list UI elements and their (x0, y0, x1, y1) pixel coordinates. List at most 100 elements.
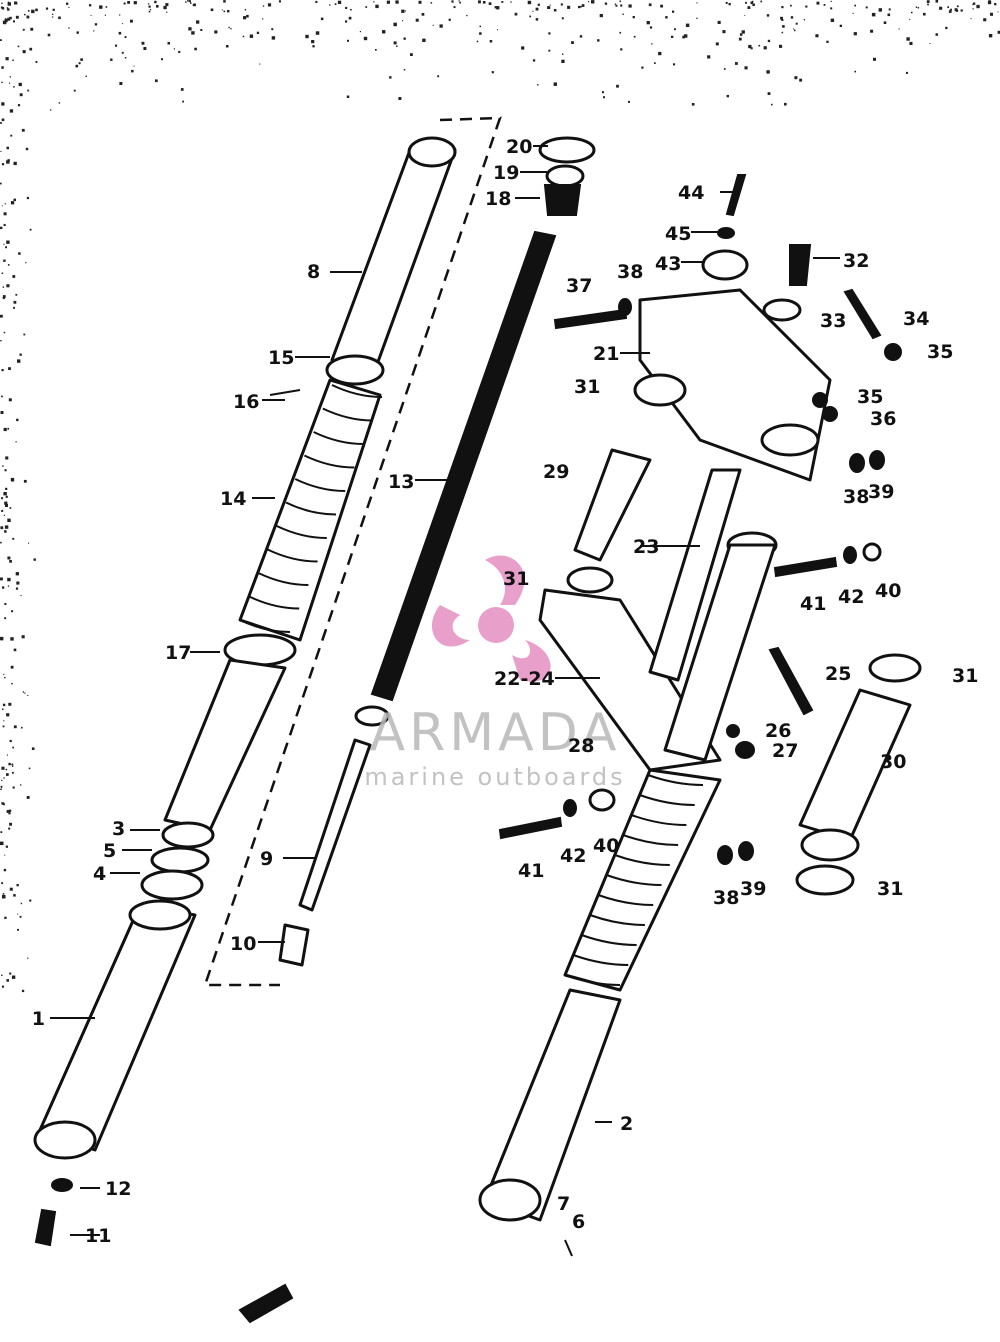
noise-speck (9, 76, 11, 78)
noise-speck (403, 37, 406, 40)
noise-speck (173, 48, 175, 50)
noise-speck (375, 49, 377, 51)
noise-speck (830, 7, 833, 10)
noise-speck (398, 97, 402, 100)
noise-speck (878, 8, 882, 12)
noise-speck (21, 635, 25, 639)
washer-38c (717, 845, 733, 865)
noise-speck (0, 788, 2, 790)
dust-boot-14 (238, 378, 382, 642)
noise-speck (0, 411, 4, 414)
noise-speck (478, 0, 481, 4)
callout-33: 33 (820, 310, 846, 332)
noise-speck (1, 7, 5, 10)
noise-speck (1, 205, 3, 207)
noise-speck (305, 34, 309, 39)
noise-speck (24, 692, 26, 694)
noise-speck (12, 771, 14, 774)
noise-speck (9, 16, 12, 20)
noise-speck (562, 53, 564, 55)
noise-speck (20, 902, 23, 905)
noise-speck (110, 58, 113, 61)
callout-25: 25 (825, 663, 851, 685)
callout-31d: 31 (877, 878, 903, 900)
noise-speck (7, 556, 11, 560)
noise-speck (141, 41, 145, 45)
noise-speck (13, 86, 15, 88)
callout-42a: 42 (838, 586, 864, 608)
bolt-44 (725, 174, 747, 217)
noise-speck (52, 8, 55, 11)
noise-speck (3, 212, 7, 216)
noise-speck (26, 796, 30, 799)
noise-speck (182, 100, 184, 103)
noise-speck (0, 636, 4, 641)
noise-speck (214, 30, 218, 34)
noise-speck (561, 17, 564, 20)
noise-speck (549, 4, 551, 6)
noise-speck (782, 25, 785, 28)
bore-right (760, 423, 820, 457)
noise-speck (178, 50, 181, 53)
noise-speck (532, 59, 536, 62)
assembly-bracket-line (203, 116, 502, 987)
noise-speck (8, 812, 11, 815)
noise-speck (123, 2, 126, 5)
noise-speck (5, 456, 9, 460)
noise-speck (923, 12, 926, 16)
noise-speck (0, 39, 2, 41)
noise-speck (0, 841, 4, 846)
noise-speck (15, 572, 19, 576)
noise-speck (27, 10, 30, 12)
noise-speck (422, 38, 426, 42)
noise-speck (491, 71, 494, 74)
noise-speck (633, 35, 636, 38)
noise-speck (12, 275, 16, 278)
noise-speck (26, 15, 30, 19)
bolt-41a (773, 556, 838, 578)
callout-41b: 41 (518, 860, 544, 882)
nut-40a (862, 542, 882, 562)
bearing-31d (795, 864, 855, 896)
noise-speck (1, 118, 5, 122)
noise-speck (674, 28, 676, 31)
noise-speck (648, 3, 652, 7)
steering-stem-29 (573, 448, 652, 562)
boot-rib (313, 431, 364, 445)
noise-speck (1, 163, 5, 166)
noise-speck (166, 11, 168, 13)
noise-speck (66, 2, 69, 5)
noise-speck (346, 95, 350, 98)
steering-assembly (538, 174, 882, 772)
noise-speck (1, 272, 4, 274)
noise-speck (17, 104, 21, 107)
boot-rib (639, 794, 695, 806)
noise-speck (348, 16, 352, 20)
noise-speck (347, 39, 349, 42)
noise-speck (262, 5, 265, 7)
noise-speck (672, 10, 675, 13)
callout-36: 36 (870, 408, 896, 430)
noise-speck (226, 45, 229, 48)
noise-speck (16, 581, 20, 585)
noise-speck (118, 31, 122, 35)
noise-speck (396, 45, 398, 47)
noise-speck (4, 530, 7, 533)
noise-speck (9, 822, 12, 826)
callout-10: 10 (230, 933, 256, 955)
washer-42b (563, 799, 577, 817)
noise-speck (13, 306, 15, 309)
noise-speck (658, 51, 662, 56)
noise-speck (18, 252, 21, 255)
noise-speck (748, 44, 752, 49)
noise-speck (29, 228, 32, 231)
noise-speck (458, 0, 460, 2)
noise-speck (1, 509, 4, 512)
noise-speck (75, 64, 79, 68)
noise-speck (691, 103, 695, 106)
noise-speck (3, 259, 6, 262)
noise-speck (312, 45, 315, 48)
noise-speck (972, 8, 974, 10)
noise-speck (537, 3, 540, 6)
